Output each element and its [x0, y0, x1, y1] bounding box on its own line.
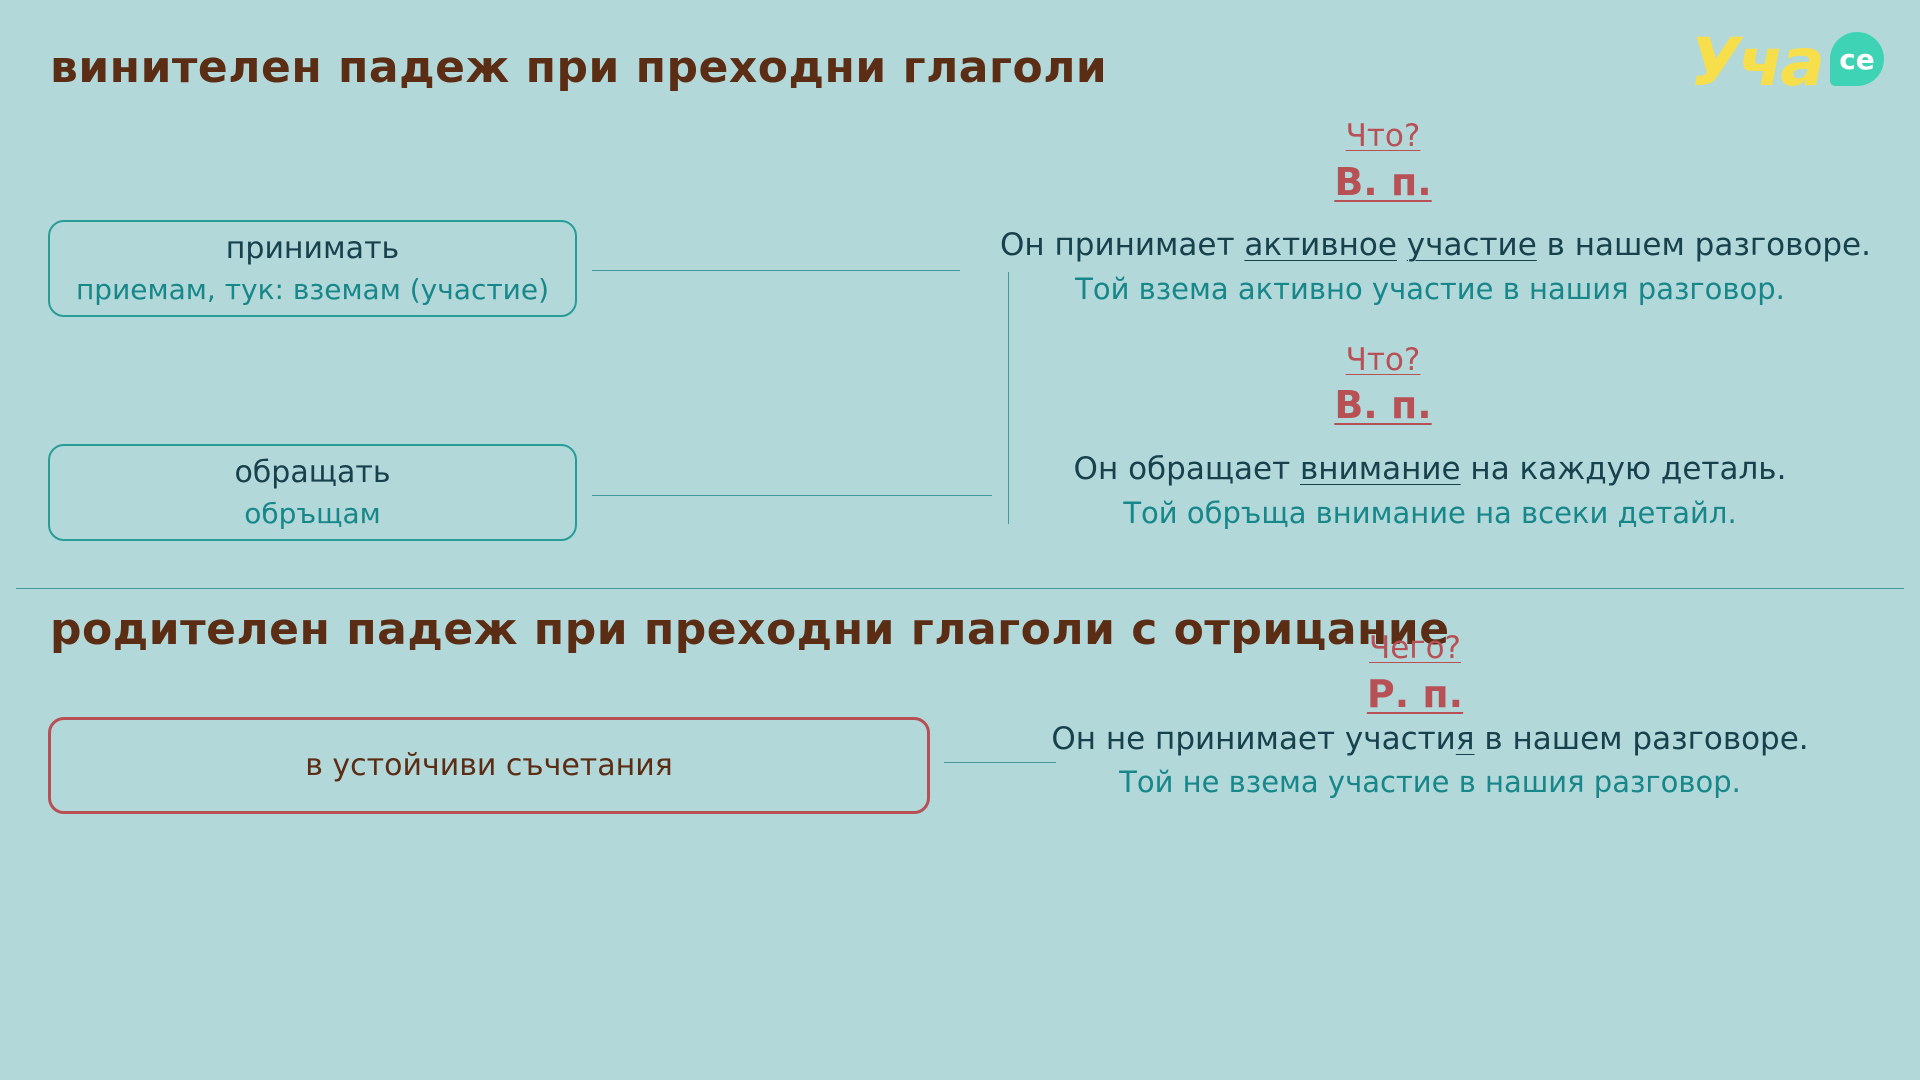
example-sentence: Он не принимает участия в нашем разговор…	[1051, 721, 1809, 757]
case-label: В. п.	[1334, 160, 1432, 204]
verb-label: принимать	[225, 230, 400, 266]
phrase-box: в устойчиви съчетания	[48, 717, 930, 814]
connector-line	[592, 270, 960, 271]
verb-box-obrashchat: обращать обръщам	[48, 444, 577, 541]
logo-badge: се	[1830, 32, 1884, 86]
question-label: Что?	[1345, 118, 1421, 154]
logo: Уча се	[1690, 24, 1900, 104]
case-label: В. п.	[1334, 383, 1432, 427]
section2-title: родителен падеж при преходни глаголи с о…	[50, 604, 1450, 655]
connector-line	[592, 495, 992, 496]
case-label: Р. п.	[1366, 672, 1464, 716]
section1-title: винителен падеж при преходни глаголи	[50, 42, 1108, 93]
logo-text: Уча	[1690, 24, 1825, 101]
section-separator	[16, 588, 1904, 589]
vertical-divider	[1008, 272, 1009, 524]
verb-translation: приемам, тук: вземам (участие)	[75, 272, 549, 306]
verb-box-prinimat: принимать приемам, тук: вземам (участие)	[48, 220, 577, 317]
example-sentence: Он принимает активное участие в нашем ра…	[1000, 227, 1871, 263]
question-label: Чего?	[1368, 630, 1462, 666]
phrase-label: в устойчиви съчетания	[305, 748, 673, 783]
example-translation: Той взема активно участие в нашия разгов…	[1075, 272, 1785, 306]
verb-label: обращать	[234, 454, 391, 490]
example-translation: Той не взема участие в нашия разговор.	[1119, 765, 1741, 799]
example-translation: Той обръща внимание на всеки детайл.	[1123, 496, 1737, 530]
verb-translation: обръщам	[244, 496, 381, 530]
question-label: Что?	[1345, 342, 1421, 378]
logo-badge-text: се	[1839, 42, 1875, 76]
example-sentence: Он обращает внимание на каждую деталь.	[1073, 451, 1787, 487]
connector-line	[944, 762, 1056, 763]
